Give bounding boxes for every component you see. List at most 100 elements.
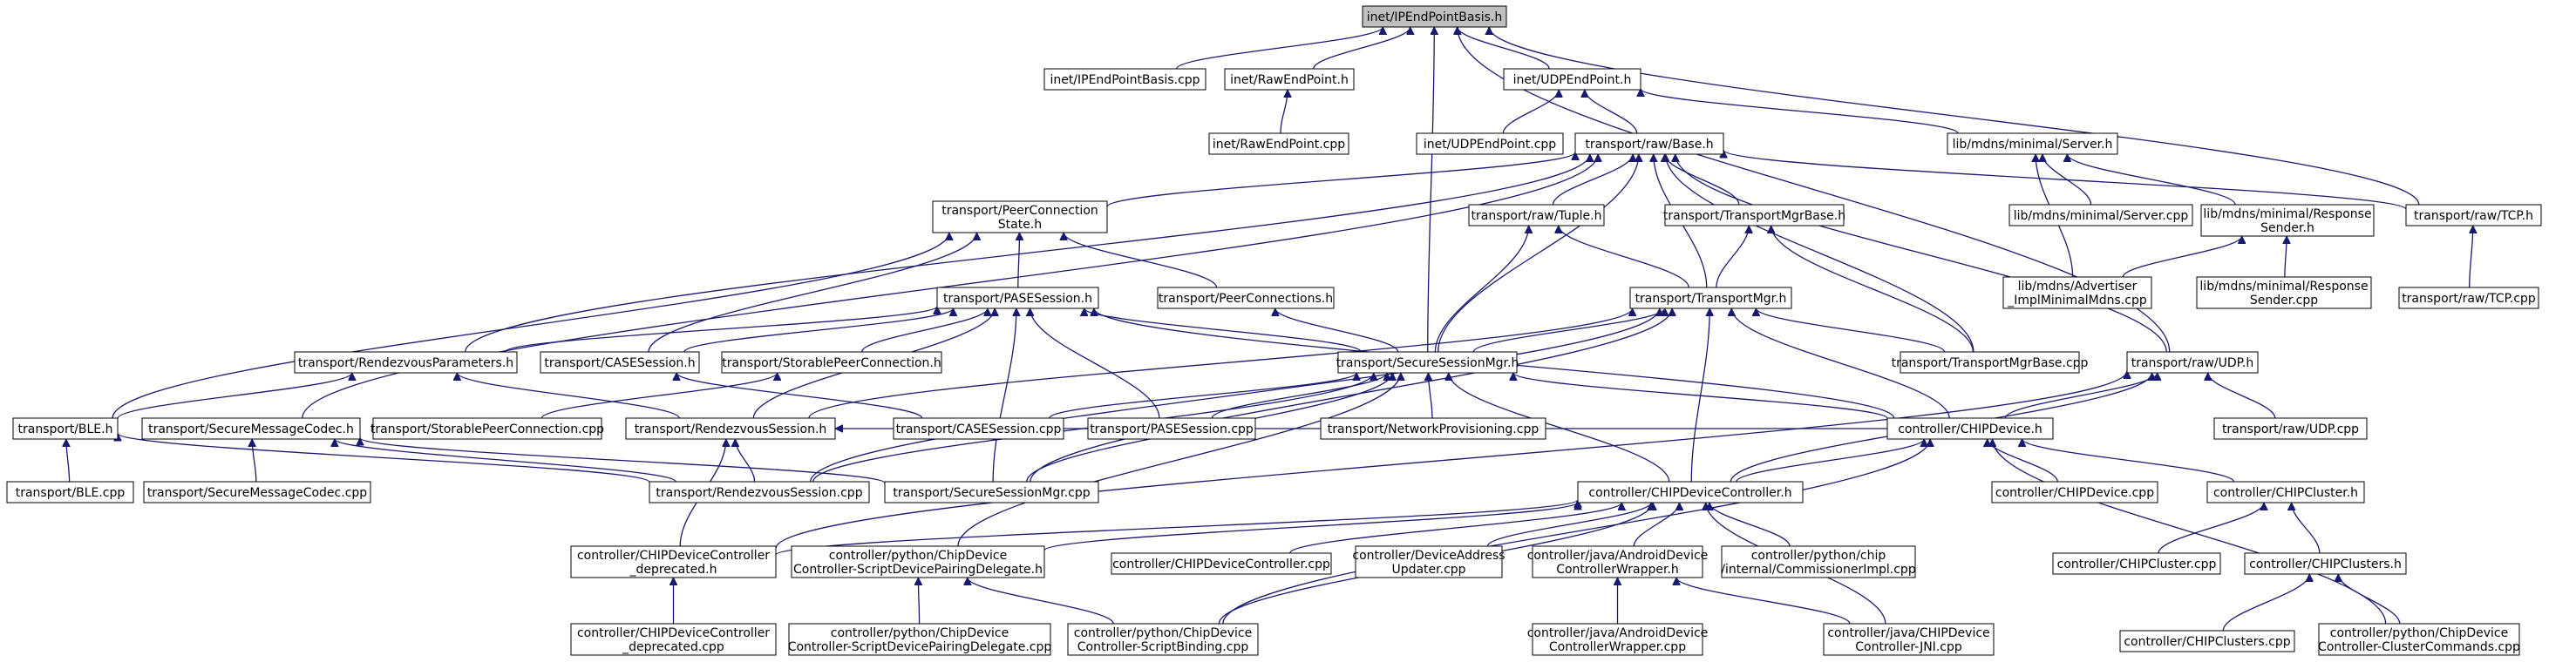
file-node[interactable]: transport/PASESession.h — [936, 287, 1099, 309]
file-node[interactable]: controller/CHIPDeviceController.cpp — [1111, 552, 1332, 575]
file-node[interactable]: transport/RendezvousSession.cpp — [649, 481, 870, 503]
file-node[interactable]: lib/mdns/minimal/Server.cpp — [2008, 204, 2193, 226]
file-node[interactable]: inet/UDPEndPoint.cpp — [1416, 132, 1564, 155]
file-node[interactable]: controller/python/ChipDeviceController-S… — [791, 545, 1045, 578]
file-node[interactable]: controller/java/AndroidDeviceControllerW… — [1527, 623, 1709, 656]
file-node[interactable]: transport/SecureSessionMgr.cpp — [884, 481, 1099, 503]
file-node[interactable]: transport/RendezvousParameters.h — [294, 351, 518, 374]
file-node-label: transport/SecureMessageCodec.cpp — [147, 486, 367, 500]
file-node-box — [1503, 68, 1641, 91]
file-node[interactable]: transport/TransportMgrBase.h — [1663, 204, 1845, 226]
file-node[interactable]: transport/raw/Tuple.h — [1468, 204, 1605, 226]
dependency-edge — [2222, 573, 2309, 632]
file-node[interactable]: transport/SecureMessageCodec.cpp — [143, 481, 371, 503]
file-node[interactable]: transport/RendezvousSession.h — [625, 417, 836, 440]
dependency-edge — [1438, 154, 1639, 353]
file-node[interactable]: inet/RawEndPoint.h — [1224, 68, 1355, 91]
file-node-box — [649, 481, 870, 503]
file-node[interactable]: transport/PeerConnections.h — [1157, 287, 1335, 309]
file-node[interactable]: transport/CASESession.cpp — [893, 417, 1064, 440]
dependency-edge — [1513, 372, 1888, 419]
dependency-edge — [918, 578, 919, 625]
file-node[interactable]: controller/CHIPDeviceController.h — [1577, 481, 1804, 503]
dependency-edge — [1486, 502, 1652, 547]
file-node[interactable]: transport/raw/TCP.h — [2405, 204, 2542, 226]
file-node[interactable]: lib/mdns/minimal/Server.h — [1947, 132, 2118, 155]
file-node[interactable]: transport/CASESession.h — [540, 351, 700, 374]
file-node-label: transport/TransportMgrBase.h — [1663, 209, 1845, 223]
file-node-box — [625, 417, 836, 440]
file-node[interactable]: transport/raw/UDP.h — [2126, 351, 2259, 374]
dependency-edge — [992, 308, 1016, 483]
file-node[interactable]: inet/UDPEndPoint.h — [1503, 68, 1641, 91]
dependency-edge — [1289, 502, 1622, 554]
file-node-label: inet/UDPEndPoint.cpp — [1424, 138, 1556, 152]
file-node[interactable]: transport/NetworkProvisioning.cpp — [1320, 417, 1546, 440]
dependency-edge — [2469, 226, 2473, 288]
file-node-label: transport/raw/Base.h — [1585, 138, 1713, 152]
file-node[interactable]: controller/CHIPClusters.cpp — [2119, 630, 2295, 652]
file-node-box — [1823, 623, 1995, 656]
file-node-label: transport/BLE.cpp — [16, 486, 126, 500]
file-node-box — [893, 417, 1064, 440]
file-node-label: controller/java/AndroidDevice — [1527, 626, 1709, 640]
file-node[interactable]: controller/python/ChipDeviceController-C… — [2318, 623, 2520, 656]
file-node[interactable]: controller/CHIPDevice.h — [1886, 417, 2054, 440]
file-node[interactable]: controller/CHIPDeviceController_deprecat… — [570, 623, 777, 656]
file-node[interactable]: transport/StorablePeerConnection.cpp — [370, 417, 604, 440]
file-node[interactable]: transport/BLE.cpp — [6, 481, 134, 503]
file-node-label: transport/TransportMgr.h — [1635, 292, 1787, 306]
file-node[interactable]: transport/SecureMessageCodec.h — [141, 417, 361, 440]
file-node-label: transport/StorablePeerConnection.h — [722, 356, 941, 370]
dependency-edge — [1489, 27, 2420, 206]
file-node[interactable]: lib/mdns/Advertiser_ImplMinimalMdns.cpp — [2002, 276, 2152, 309]
file-node[interactable]: controller/CHIPDeviceController_deprecat… — [570, 545, 777, 578]
file-node[interactable]: transport/SecureSessionMgr.h — [1336, 351, 1519, 374]
file-node[interactable]: controller/python/ChipDeviceController-S… — [1067, 623, 1259, 656]
file-node[interactable]: controller/CHIPCluster.cpp — [2052, 552, 2221, 575]
file-node-label: Controller-JNI.cpp — [1855, 640, 1962, 654]
file-node-box — [1721, 545, 1916, 578]
file-node[interactable]: transport/StorablePeerConnection.h — [721, 351, 942, 374]
file-node[interactable]: transport/TransportMgrBase.cpp — [1892, 351, 2089, 374]
file-node-box — [2052, 552, 2221, 575]
file-node-box — [1629, 287, 1792, 309]
file-node[interactable]: transport/raw/UDP.cpp — [2213, 417, 2368, 440]
file-node-box — [1886, 417, 2054, 440]
file-node-label: controller/python/ChipDevice — [2330, 626, 2509, 640]
file-node[interactable]: controller/CHIPClusters.h — [2244, 552, 2407, 575]
file-node-box — [372, 417, 602, 440]
file-node[interactable]: transport/TransportMgr.h — [1629, 287, 1792, 309]
dependency-edge — [1064, 232, 1218, 288]
file-node[interactable]: controller/java/CHIPDeviceController-JNI… — [1823, 623, 1995, 656]
dependency-edge — [676, 372, 923, 419]
file-node[interactable]: controller/CHIPDevice.cpp — [1991, 481, 2158, 503]
file-node-box — [1224, 68, 1355, 91]
file-node[interactable]: controller/python/chip/internal/Commissi… — [1721, 545, 1916, 578]
file-node-label: controller/CHIPDeviceController — [577, 626, 770, 640]
dependency-edge — [2004, 372, 2157, 419]
file-node[interactable]: inet/RawEndPoint.cpp — [1208, 132, 1349, 155]
file-node[interactable]: controller/python/ChipDeviceController-S… — [788, 623, 1052, 656]
file-node[interactable]: controller/CHIPCluster.h — [2206, 481, 2365, 503]
file-node-label: controller/CHIPDevice.cpp — [1995, 486, 2154, 500]
file-node-label: controller/CHIPClusters.h — [2249, 558, 2402, 571]
file-node[interactable]: controller/java/AndroidDeviceControllerW… — [1527, 545, 1709, 578]
file-node-box — [1320, 417, 1546, 440]
file-node[interactable]: transport/PASESession.cpp — [1087, 417, 1256, 440]
file-node[interactable]: transport/BLE.h — [12, 417, 119, 440]
file-node-label: controller/CHIPDeviceController.cpp — [1112, 558, 1330, 571]
file-node-label: transport/RendezvousSession.h — [635, 422, 827, 436]
file-node-box — [1416, 132, 1564, 155]
file-node[interactable]: transport/raw/TCP.cpp — [2398, 287, 2539, 309]
file-node-label: controller/CHIPCluster.h — [2213, 486, 2358, 500]
file-node[interactable]: transport/raw/Base.h — [1574, 132, 1724, 155]
file-node-label: lib/mdns/Advertiser — [2018, 280, 2138, 294]
file-node-label: Sender.cpp — [2250, 294, 2318, 307]
file-node[interactable]: inet/IPEndPointBasis.cpp — [1043, 68, 1206, 91]
